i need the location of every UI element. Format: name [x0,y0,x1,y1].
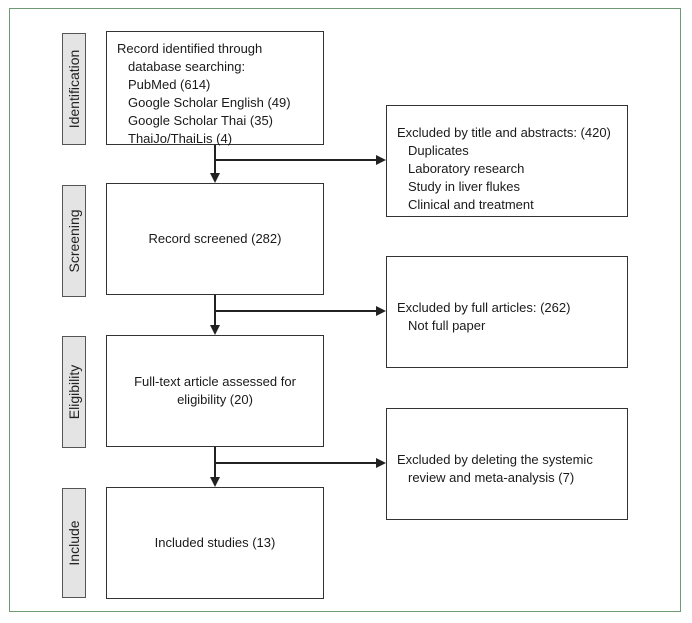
excluded-title-abstract-box: Excluded by title and abstracts: (420) D… [386,105,628,217]
assessed-line1: Full-text article assessed for [134,374,296,389]
excluded-full-articles-box: Excluded by full articles: (262) Not ful… [386,256,628,368]
connector-line [214,159,376,161]
stage-eligibility-label: Eligibility [66,364,82,420]
assessed-line2: eligibility (20) [177,392,253,407]
arrow-right-icon [376,306,386,316]
source-google-scholar-thai: Google Scholar Thai (35) [128,113,274,128]
screened-records-box: Record screened (282) [106,183,324,295]
connector-line [214,462,376,464]
screened-label: Record screened (282) [148,231,282,246]
stage-identification-label: Identification [66,49,82,129]
stage-eligibility: Eligibility [62,336,86,448]
included-studies-box: Included studies (13) [106,487,324,599]
identified-title: Record identified through [117,41,263,56]
diagram-frame [9,8,681,612]
reason-liver-flukes: Study in liver flukes [408,179,520,194]
source-thaijo-thailis: ThaiJo/ThaiLis (4) [128,131,233,146]
assessed-articles-box: Full-text article assessed for eligibili… [106,335,324,447]
arrow-down-icon [210,325,220,335]
excluded-title-abstract-title: Excluded by title and abstracts: (420) [397,125,611,140]
arrow-right-icon [376,458,386,468]
stage-screening-label: Screening [66,209,82,273]
stage-include: Include [62,488,86,598]
identified-records-box: Record identified through database searc… [106,31,324,146]
reason-duplicates: Duplicates [408,143,469,158]
excluded-review-title: Excluded by deleting the systemic [397,452,593,467]
arrow-right-icon [376,155,386,165]
excluded-full-title: Excluded by full articles: (262) [397,300,571,315]
arrow-down-icon [210,173,220,183]
source-pubmed: PubMed (614) [128,77,211,92]
excluded-review-box: Excluded by deleting the systemic review… [386,408,628,520]
reason-not-full-paper: Not full paper [408,318,486,333]
reason-clinical-treatment: Clinical and treatment [408,197,534,212]
stage-include-label: Include [66,520,82,566]
included-label: Included studies (13) [154,535,276,550]
arrow-down-icon [210,477,220,487]
stage-screening: Screening [62,185,86,297]
reason-laboratory-research: Laboratory research [408,161,525,176]
connector-line [214,310,376,312]
source-google-scholar-english: Google Scholar English (49) [128,95,291,110]
identified-subtitle: database searching: [128,59,246,74]
stage-identification: Identification [62,33,86,145]
excluded-review-line2: review and meta-analysis (7) [408,470,575,485]
